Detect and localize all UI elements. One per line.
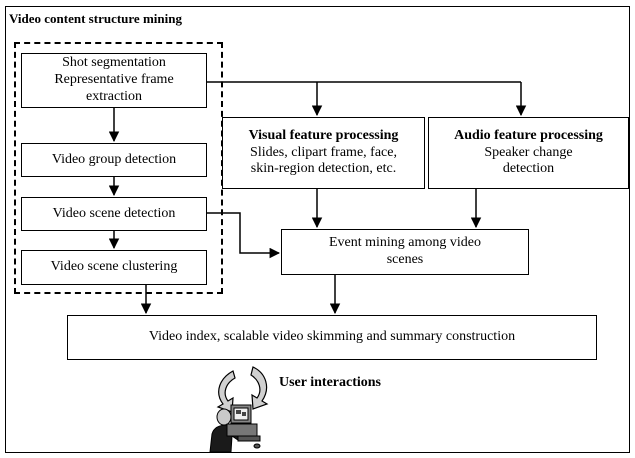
visual-line-1: Slides, clipart frame, face, — [250, 144, 397, 160]
audio-heading: Audio feature processing — [454, 127, 603, 143]
shot-line-1: Shot segmentation — [62, 55, 166, 71]
event-line-1: Event mining among video — [328, 235, 482, 251]
video-scene-clustering-box: Video scene clustering — [21, 250, 207, 285]
visual-feature-box: Visual feature processing Slides, clipar… — [222, 117, 425, 189]
cycle-arrows-icon — [216, 366, 269, 413]
video-group-detection-box: Video group detection — [21, 143, 207, 177]
group-line-1: Video group detection — [51, 151, 177, 167]
shot-line-3: extraction — [86, 88, 142, 104]
shot-line-2: Representative frame — [54, 72, 174, 88]
video-index-box: Video index, scalable video skimming and… — [67, 315, 597, 360]
diagram-title: Video content structure mining — [9, 11, 182, 26]
video-scene-detection-box: Video scene detection — [21, 197, 207, 231]
user-interactions-label: User interactions — [279, 375, 381, 390]
outer-frame — [5, 6, 630, 453]
event-line-2: scenes — [386, 252, 424, 267]
visual-line-2: skin-region detection, etc. — [250, 161, 397, 177]
visual-heading: Visual feature processing — [248, 127, 399, 143]
scene-detect-line-1: Video scene detection — [52, 205, 176, 221]
arrow-scene-detect-to-event — [207, 212, 281, 259]
audio-line-1: Speaker change — [484, 144, 573, 160]
user-computer-icon — [209, 404, 261, 453]
index-line-1: Video index, scalable video skimming and… — [148, 329, 516, 345]
shot-segmentation-box: Shot segmentation Representative frame e… — [21, 53, 207, 108]
event-mining-box: Event mining among video scenes — [281, 229, 529, 275]
scene-cluster-line-1: Video scene clustering — [50, 259, 178, 275]
audio-line-2: detection — [502, 161, 555, 177]
audio-feature-box: Audio feature processing Speaker change … — [428, 117, 629, 189]
